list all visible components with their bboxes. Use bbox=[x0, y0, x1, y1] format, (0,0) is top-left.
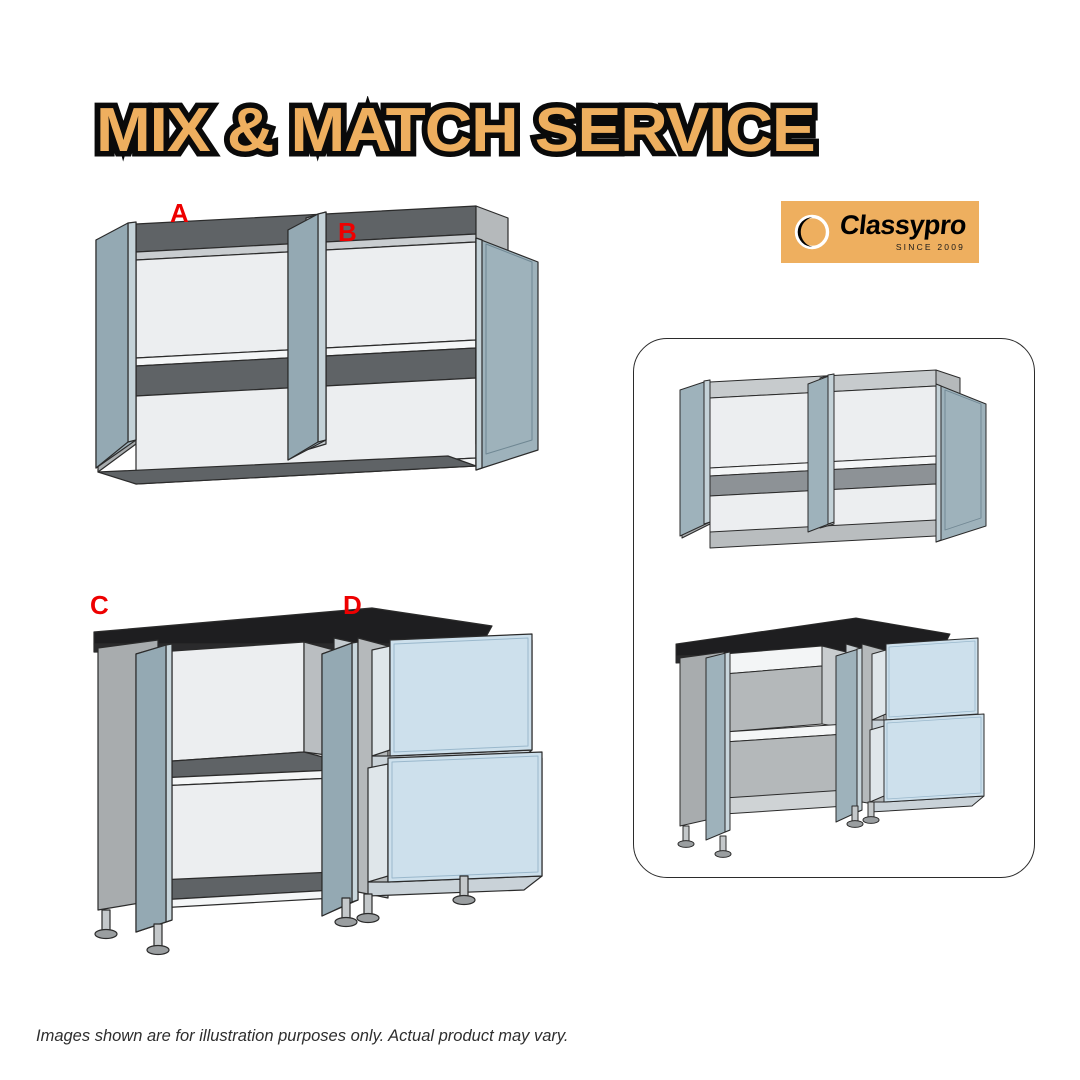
classypro-crescent-circle-icon bbox=[793, 213, 831, 251]
door-label-d: D bbox=[343, 590, 362, 620]
brand-wordmark: Classypro bbox=[838, 209, 968, 240]
brand-tagline: SINCE 2009 bbox=[895, 241, 966, 252]
door-label-a: A bbox=[170, 198, 189, 228]
header-banner: MIX & MATCH SERVICE Classypro SINCE 2009 bbox=[0, 91, 1080, 263]
wall-cabinet-main-illustration bbox=[78, 182, 548, 492]
page-title: MIX & MATCH SERVICE bbox=[90, 91, 821, 171]
door-label-b: B bbox=[338, 217, 357, 247]
disclaimer-footnote: Images shown are for illustration purpos… bbox=[36, 1027, 569, 1045]
door-label-c: C bbox=[90, 590, 109, 620]
base-cabinet-main-illustration bbox=[72, 580, 572, 980]
wall-cabinet-inset-illustration bbox=[668, 356, 998, 556]
brand-logo-badge[interactable]: Classypro SINCE 2009 bbox=[781, 201, 979, 263]
base-cabinet-inset-illustration bbox=[660, 600, 1005, 865]
